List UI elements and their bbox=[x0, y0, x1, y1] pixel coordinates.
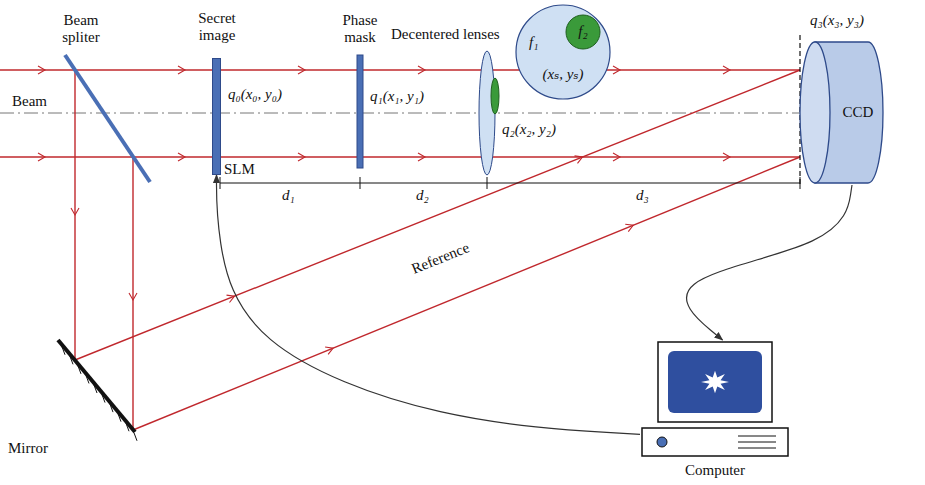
ray-arrow bbox=[178, 153, 185, 161]
ray-arrow bbox=[178, 66, 185, 74]
computer-base bbox=[642, 428, 788, 456]
dimension-line bbox=[220, 183, 800, 184]
mirror bbox=[58, 340, 135, 432]
signal-cable bbox=[217, 175, 641, 434]
ray-arrow bbox=[298, 66, 305, 74]
ray-arrow bbox=[38, 66, 45, 74]
lens-circle bbox=[516, 5, 610, 99]
beam-splitter bbox=[65, 55, 150, 182]
ray-arrow bbox=[325, 347, 333, 354]
mirror-hatching bbox=[62, 347, 137, 441]
drive-slot bbox=[738, 448, 776, 449]
computer: Computer bbox=[640, 340, 790, 458]
ray-arrows bbox=[38, 66, 730, 354]
plane-field: q₀(x₀, y₀) bbox=[228, 86, 282, 103]
hatch-stroke bbox=[134, 433, 137, 441]
hatch-stroke bbox=[102, 395, 105, 403]
beam-label: Beam bbox=[12, 93, 47, 110]
lens-circle bbox=[566, 15, 600, 49]
screen-burst bbox=[701, 371, 729, 393]
node-outline bbox=[640, 340, 790, 458]
phase-mask bbox=[357, 55, 363, 168]
ray-arrow bbox=[613, 66, 620, 74]
distance-label: d₃ bbox=[636, 187, 649, 204]
slm-plate: Secret imageSLM bbox=[212, 58, 221, 175]
hatch-stroke bbox=[110, 404, 113, 412]
device-label: SLM bbox=[224, 161, 255, 178]
offset-label: (xₛ, yₛ) bbox=[529, 66, 597, 83]
beam-ray bbox=[0, 69, 800, 71]
monitor bbox=[658, 342, 772, 422]
distance-label: d₂ bbox=[416, 187, 429, 204]
distance-label: d₁ bbox=[282, 187, 295, 204]
camera-face bbox=[800, 42, 830, 183]
beam-ray bbox=[0, 156, 800, 158]
dimension-tick bbox=[487, 177, 488, 189]
focal-label: f₁ bbox=[529, 34, 538, 51]
ray-arrow bbox=[38, 153, 45, 161]
reference-ray bbox=[75, 70, 800, 360]
plane-field: q₁(x₁, y₁) bbox=[370, 88, 424, 105]
decentered-lens bbox=[491, 78, 499, 114]
drive-slot bbox=[738, 436, 776, 437]
device-label: CCD bbox=[832, 104, 884, 121]
plane-field: q₃(x₃, y₃) bbox=[810, 12, 864, 29]
hatch-stroke bbox=[70, 356, 73, 364]
hatch-stroke bbox=[94, 385, 97, 393]
dimension-tick bbox=[800, 177, 801, 189]
ray-arrow bbox=[418, 153, 425, 161]
ray-arrow bbox=[71, 208, 79, 215]
signal-cable bbox=[687, 185, 852, 340]
ray-arrow bbox=[723, 153, 730, 161]
dimension-tick bbox=[220, 177, 221, 189]
beam-label: Reference bbox=[409, 239, 472, 277]
slm-panel bbox=[213, 59, 221, 175]
ray-arrow bbox=[723, 66, 730, 74]
power-button bbox=[657, 437, 667, 447]
ccd-camera: CCD bbox=[798, 40, 888, 185]
ray-arrow bbox=[418, 66, 425, 74]
lens bbox=[479, 51, 495, 175]
reference-ray bbox=[133, 157, 800, 430]
ray-arrow bbox=[575, 156, 583, 163]
ray-arrow bbox=[227, 295, 235, 302]
hatch-stroke bbox=[62, 347, 65, 355]
screen bbox=[668, 351, 762, 413]
ray-arrow bbox=[298, 153, 305, 161]
component-label: Phase mask bbox=[334, 12, 386, 45]
drive-slot bbox=[738, 442, 776, 443]
element-heading: Secret image bbox=[188, 10, 246, 43]
hatch-stroke bbox=[78, 366, 81, 374]
device-label: Computer bbox=[640, 462, 790, 479]
focal-label: f₂ bbox=[565, 23, 601, 40]
reference-ray bbox=[132, 157, 133, 430]
ray-arrow bbox=[613, 153, 620, 161]
node-outline bbox=[212, 58, 221, 175]
hatch-stroke bbox=[86, 375, 89, 383]
optical-axis bbox=[0, 113, 800, 114]
lens-inset: f₁ (xₛ, yₛ) f₂ bbox=[515, 4, 611, 100]
plane-field: q₂(x₂, y₂) bbox=[502, 121, 556, 138]
component-label: Decentered lenses bbox=[391, 26, 500, 43]
dimension-tick bbox=[360, 177, 361, 189]
decentered-lens-inset: f₂ bbox=[565, 14, 601, 50]
hatch-stroke bbox=[118, 414, 121, 422]
node-outline bbox=[515, 4, 611, 100]
hatch-stroke bbox=[126, 423, 129, 431]
component-label: Mirror bbox=[8, 440, 48, 457]
component-label: Beam spliter bbox=[54, 12, 108, 45]
ray-arrow bbox=[625, 224, 633, 231]
ray-arrow bbox=[129, 293, 137, 300]
